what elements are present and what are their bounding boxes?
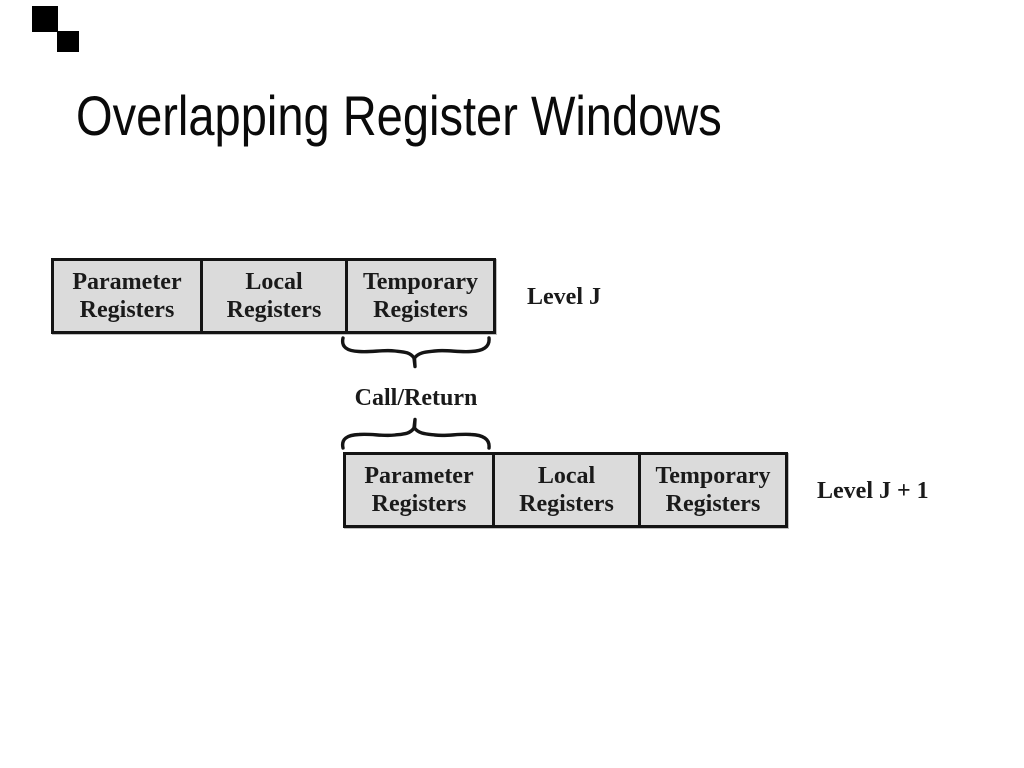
level-j-plus-1-label: Level J + 1 (817, 478, 929, 504)
cell-local-registers-level-j1: Local Registers (492, 455, 638, 525)
underbrace-curly-bracket-icon (340, 336, 491, 369)
cell-label-line: Parameter (364, 463, 474, 489)
cell-label-line: Parameter (72, 269, 182, 295)
cell-label-line: Registers (226, 297, 322, 323)
cell-label-line: Temporary (655, 463, 771, 489)
corner-decoration-square-bottom (57, 31, 79, 52)
cell-temporary-registers-level-j1: Temporary Registers (638, 455, 785, 525)
cell-local-registers-level-j: Local Registers (200, 261, 345, 331)
level-j-label: Level J (527, 284, 601, 310)
cell-temporary-registers-level-j: Temporary Registers (345, 261, 493, 331)
overbrace-curly-bracket-icon (340, 417, 491, 450)
cell-label-line: Local (537, 463, 596, 489)
call-return-label: Call/Return (354, 385, 478, 411)
cell-label-line: Registers (665, 491, 761, 517)
slide-title: Overlapping Register Windows (76, 84, 722, 147)
cell-label-line: Registers (373, 297, 468, 323)
cell-label-line: Local (245, 269, 303, 295)
cell-label-line: Temporary (362, 269, 479, 295)
cell-parameter-registers-level-j: Parameter Registers (54, 261, 200, 331)
cell-parameter-registers-level-j1: Parameter Registers (346, 455, 492, 525)
cell-label-line: Registers (79, 297, 175, 323)
register-window-level-j: Parameter Registers Local Registers Temp… (51, 258, 496, 334)
cell-label-line: Registers (371, 491, 467, 517)
corner-decoration-square-top (32, 6, 58, 32)
register-window-level-j-plus-1: Parameter Registers Local Registers Temp… (343, 452, 788, 528)
cell-label-line: Registers (519, 491, 614, 517)
